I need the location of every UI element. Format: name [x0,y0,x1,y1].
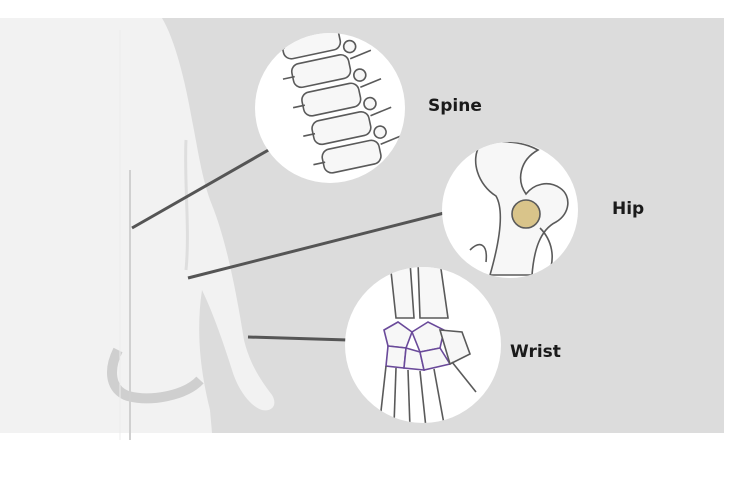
hip-femur-icon [442,142,578,278]
hip-label: Hip [612,199,644,219]
spine-label: Spine [428,96,482,116]
wrist-label: Wrist [510,342,561,362]
waist-contour [186,140,188,270]
